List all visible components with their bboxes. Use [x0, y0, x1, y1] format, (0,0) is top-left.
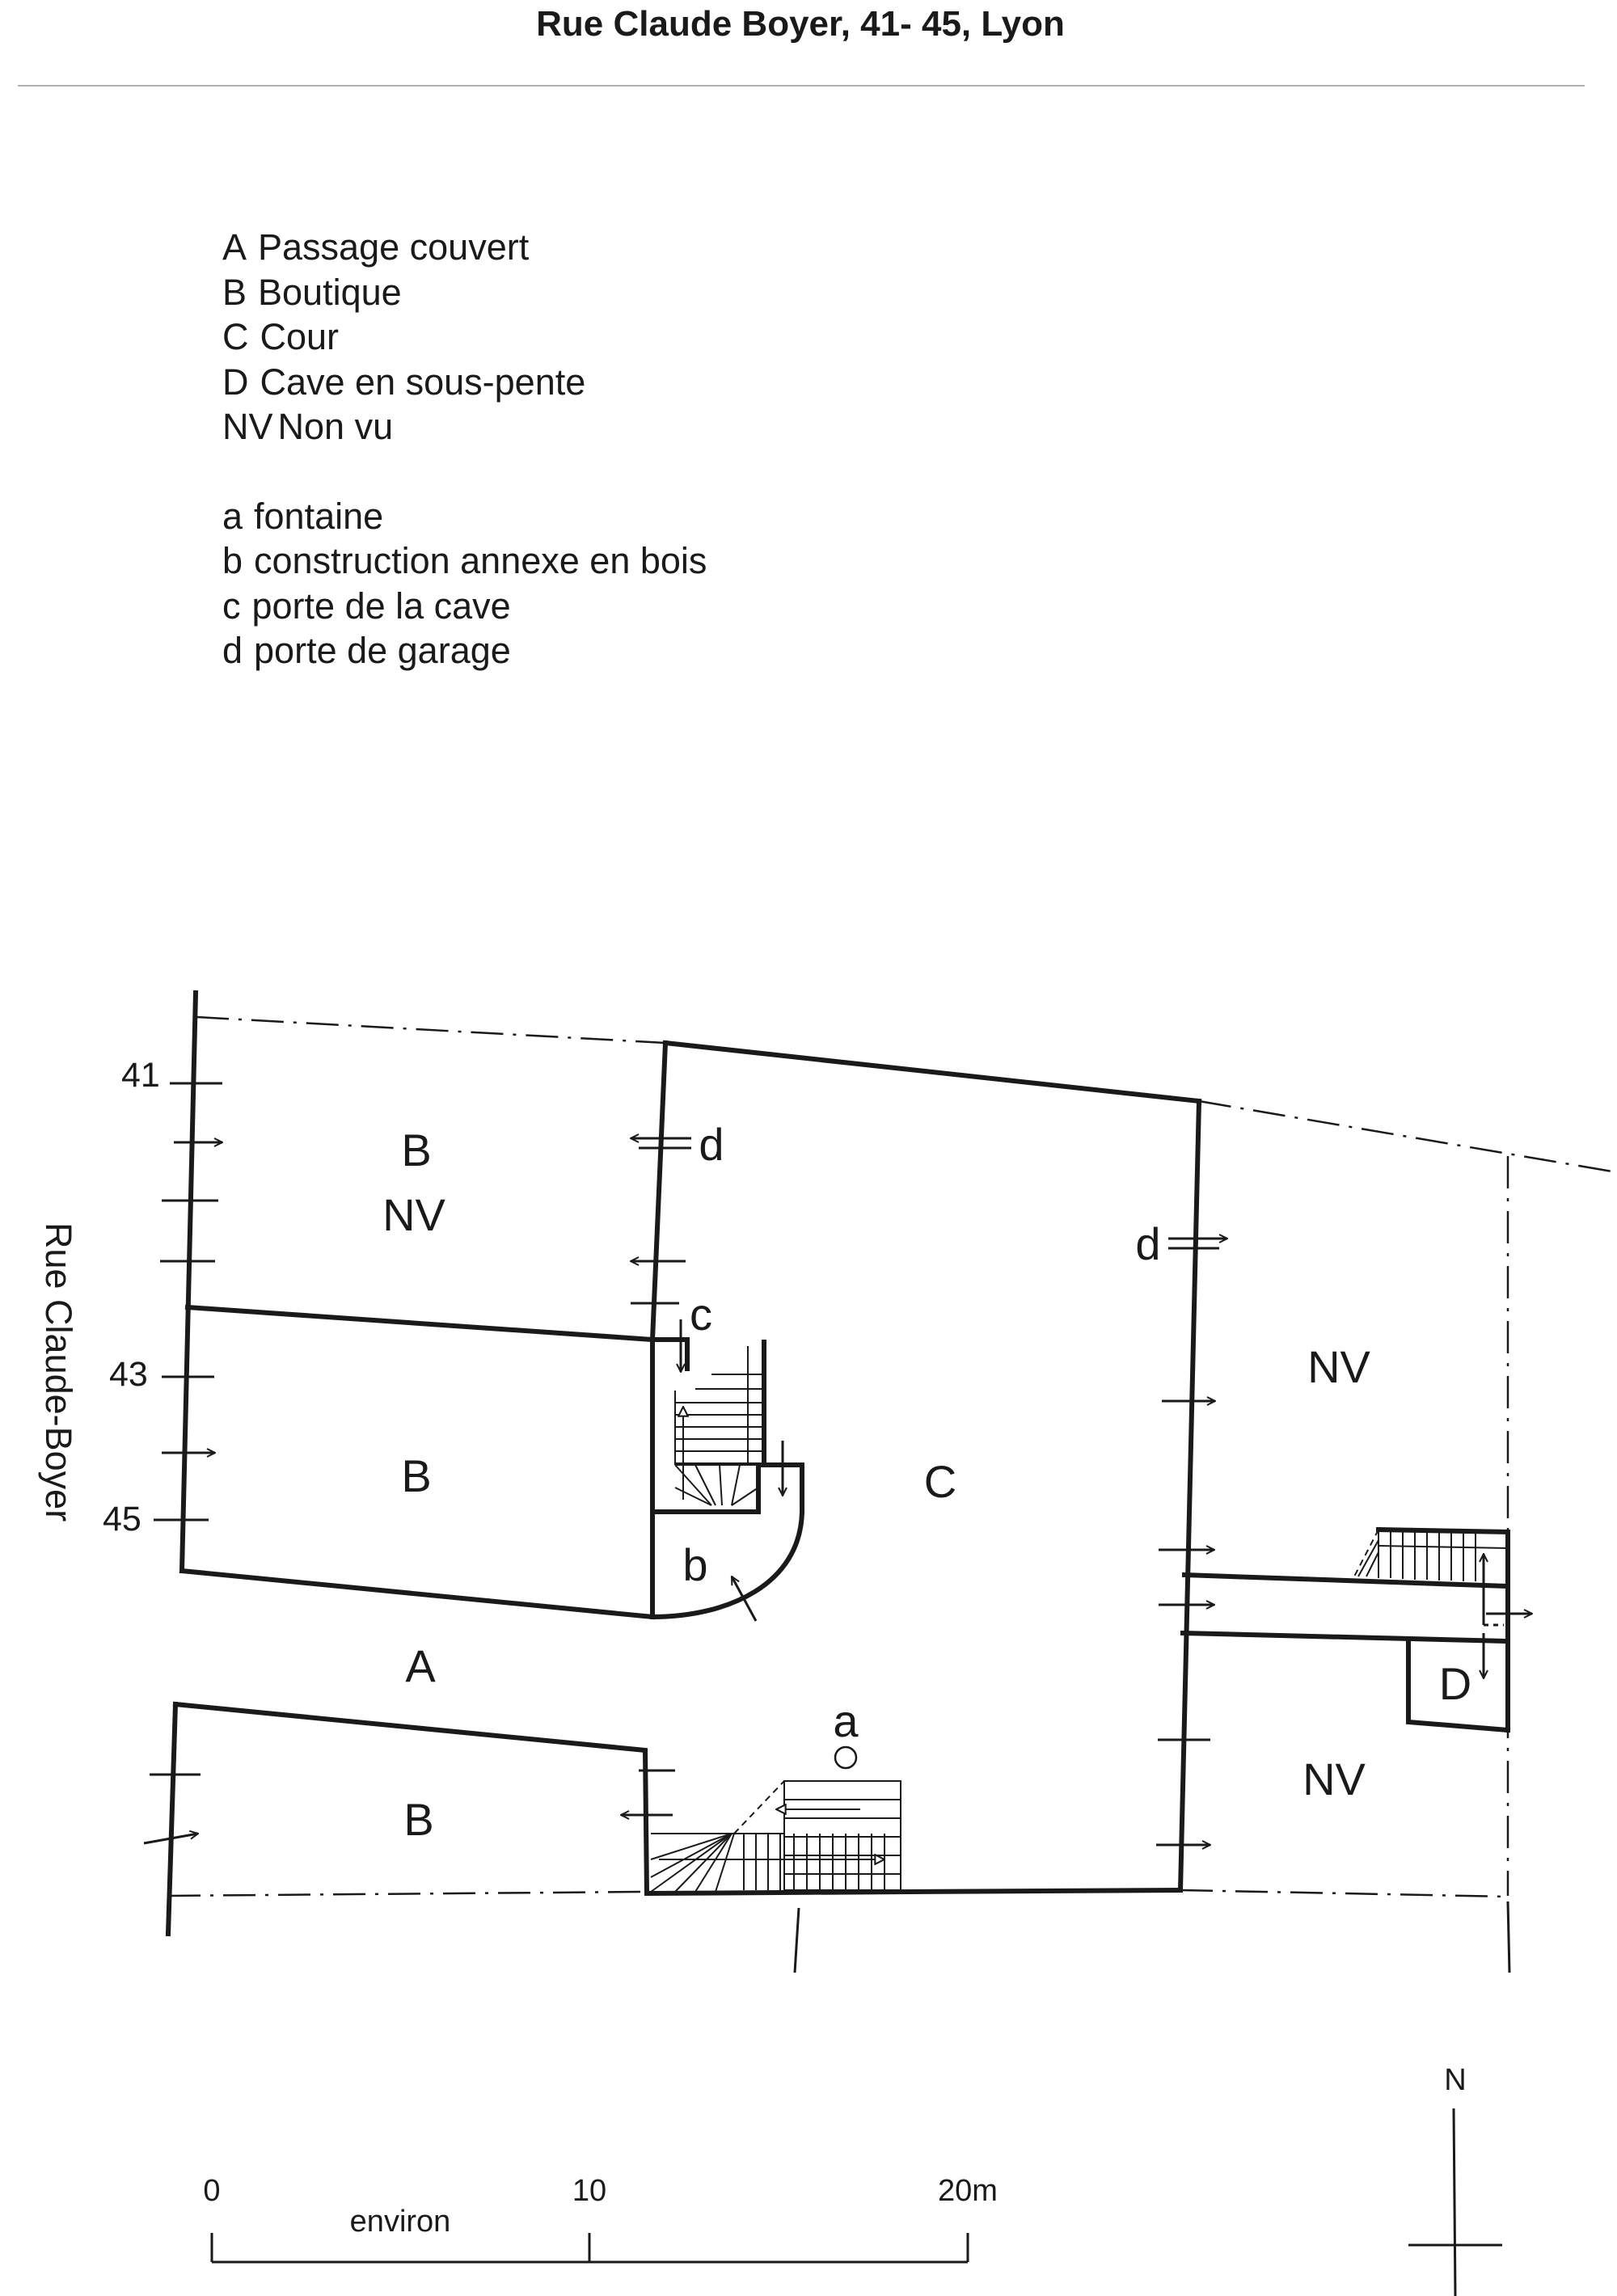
legend-key: B — [222, 271, 247, 313]
stair-landing-box — [756, 1462, 804, 1514]
legend-key: d — [222, 630, 243, 671]
boundary-north-west — [196, 1015, 666, 1045]
legend-label: porte de garage — [254, 630, 511, 671]
boundary-south — [167, 1890, 646, 1897]
courtyard-east-wall — [1177, 1098, 1202, 1893]
scale-tick-0: 0 — [203, 2174, 220, 2208]
label-courtyard: C — [924, 1456, 956, 1507]
east-passage-south — [1180, 1630, 1511, 1644]
house-number-41: 41 — [121, 1056, 160, 1095]
page-title: Rue Claude Boyer, 41- 45, Lyon — [536, 4, 1065, 44]
property-boundaries — [167, 1015, 1617, 1898]
north-arrow — [1408, 2108, 1502, 2296]
courtyard-west-wall — [650, 1040, 669, 1619]
north-label: N — [1444, 2063, 1466, 2097]
house-number-43: 43 — [109, 1355, 148, 1394]
legend-key: a — [222, 495, 243, 537]
legend-label: porte de la cave — [251, 585, 511, 627]
legend-key: C — [222, 316, 249, 357]
legend-key: c — [222, 585, 241, 627]
legend-key: b — [222, 540, 243, 581]
courtyard-north-wall — [662, 1040, 1202, 1104]
shop-south-wall — [179, 1568, 656, 1620]
annex-curved-wall — [649, 1509, 805, 1620]
label-cellar: D — [1439, 1658, 1471, 1709]
label-shop-north: B — [401, 1125, 431, 1175]
boundary-north-east — [1198, 1099, 1617, 1174]
legend-key: A — [222, 226, 247, 268]
label-garage-door-west: d — [699, 1119, 724, 1170]
label-shop-middle: B — [401, 1450, 431, 1501]
scale-caption: environ — [350, 2205, 451, 2239]
cellar-box — [1406, 1639, 1511, 1733]
fountain-icon — [834, 1745, 858, 1770]
legend-item-a-space: A Passage couvert — [222, 225, 707, 270]
street-name: Rue Claude-Boyer — [38, 1222, 79, 1522]
label-shop-south: B — [403, 1794, 433, 1845]
legend-item-b-feature: b construction annexe en bois — [222, 538, 707, 584]
label-passage: A — [405, 1640, 436, 1691]
scale-tick-10: 10 — [572, 2174, 606, 2208]
label-fountain: a — [833, 1695, 859, 1746]
legend-item-c-space: C Cour — [222, 314, 707, 360]
legend-label: construction annexe en bois — [254, 540, 707, 581]
cellar-stair — [674, 1346, 764, 1506]
legend-label: Boutique — [258, 271, 402, 313]
south-stair — [650, 1780, 901, 1893]
courtyard-south-wall — [644, 1887, 1184, 1897]
scale-bar — [210, 2233, 969, 2264]
legend: A Passage couvert B Boutique C Cour D Cave e… — [222, 225, 707, 673]
shop-north-partition — [184, 1304, 656, 1343]
door-arrows — [143, 1138, 1532, 1845]
east-passage-north — [1181, 1572, 1511, 1589]
legend-label: Cave en sous-pente — [260, 361, 586, 403]
label-nv-east-lower: NV — [1302, 1754, 1366, 1804]
label-annex: b — [682, 1539, 707, 1590]
lot-lines — [793, 1901, 1511, 1973]
legend-key: D — [222, 361, 249, 403]
east-upper-wall — [1375, 1526, 1511, 1535]
boundary-south-east — [1180, 1889, 1509, 1898]
cellar-stair-wall — [650, 1337, 690, 1371]
label-nv-east-upper: NV — [1307, 1341, 1370, 1392]
house-number-45: 45 — [103, 1500, 141, 1538]
south-shop-walls — [172, 1701, 650, 1897]
east-stair — [1353, 1529, 1509, 1581]
label-cellar-door: c — [690, 1289, 712, 1340]
legend-label: Cour — [260, 316, 340, 357]
scale-tick-20: 20m — [938, 2174, 998, 2208]
legend-item-b-space: B Boutique — [222, 270, 707, 315]
facade-south — [165, 1701, 179, 1937]
legend-label: Passage couvert — [258, 226, 530, 268]
legend-label: fontaine — [254, 495, 384, 537]
arrow-in — [143, 1834, 198, 1845]
legend-key: NV — [222, 406, 273, 447]
door-ticks — [150, 1082, 1210, 1776]
legend-label: Non vu — [277, 406, 394, 447]
legend-item-d-feature: d porte de garage — [222, 628, 707, 673]
legend-item-a-feature: a fontaine — [222, 494, 707, 539]
title-rule — [18, 85, 1585, 87]
arrow-b — [730, 1576, 758, 1622]
label-garage-door-east: d — [1135, 1218, 1160, 1269]
label-nv-north: NV — [382, 1189, 445, 1240]
facade-north — [179, 990, 199, 1574]
legend-item-d-space: D Cave en sous-pente — [222, 360, 707, 405]
stairs — [650, 1346, 1509, 1893]
